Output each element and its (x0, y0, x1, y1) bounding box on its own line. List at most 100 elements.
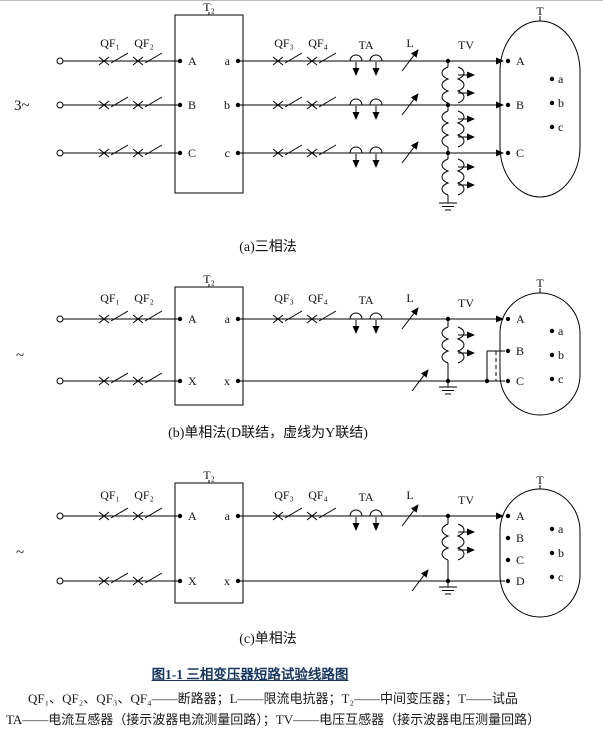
t-terminal-c: c (558, 120, 563, 134)
breaker-icon (132, 507, 163, 521)
terminal-dots-b (177, 316, 555, 384)
source-terminal-icon (56, 512, 64, 520)
t2-terminal-B: B (188, 98, 196, 112)
test-object-capsule (499, 488, 581, 618)
t-terminal-b: b (558, 96, 564, 110)
vt-icon (442, 67, 474, 103)
ct-icon (350, 510, 382, 530)
breaker-icon (272, 96, 303, 110)
qf1-label: QF₁ (100, 488, 120, 502)
t-terminal-C: C (516, 374, 524, 388)
t2-terminal-x: x (224, 374, 230, 388)
figure-caption-link[interactable]: 图1-1 三相变压器短路试验线路图 (151, 667, 349, 682)
t2-terminal-c: c (225, 146, 230, 160)
l-label: L (406, 488, 413, 502)
l-label: L (406, 36, 413, 50)
t2-terminal-A: A (188, 509, 197, 523)
t-terminal-D: D (516, 574, 525, 588)
caption-c: (c)单相法 (239, 631, 297, 647)
ground-icon (438, 586, 458, 595)
qf1-label: QF₁ (100, 291, 120, 305)
qf1-label: QF₁ (100, 36, 120, 50)
t2-terminal-X: X (188, 574, 197, 588)
intermediate-transformer-box (174, 482, 244, 604)
t2-terminal-C: C (188, 146, 196, 160)
ta-label: TA (358, 490, 373, 504)
t-terminal-A: A (516, 54, 525, 68)
t2-terminal-A: A (188, 312, 197, 326)
breaker-icon (98, 144, 129, 158)
t-terminal-c: c (558, 372, 563, 386)
t2-label: T₂ (203, 468, 215, 482)
breaker-icon (306, 310, 337, 324)
breaker-icon (306, 144, 337, 158)
ct-icon (350, 99, 382, 119)
t-terminal-A: A (516, 509, 525, 523)
caption-b: (b)单相法(D联结，虚线为Y联结) (168, 425, 368, 441)
t2-label: T₂ (203, 1, 215, 14)
source-terminal-icon (56, 149, 64, 157)
l-label: L (406, 291, 413, 305)
intermediate-transformer-box (174, 286, 244, 406)
t2-terminal-A: A (188, 54, 197, 68)
breaker-icon (98, 572, 129, 586)
legend-line-1: QF₁、QF₂、QF₃、QF₄——断路器；L——限流电抗器；T₂——中间变压器；… (28, 691, 518, 706)
tv-label: TV (458, 493, 474, 507)
source-terminal-icon (56, 577, 64, 585)
t-terminal-C: C (516, 146, 524, 160)
terminal-dots-a (177, 58, 555, 156)
circuit-diagrams: 3~ QF₁ QF₂ QF₃ QF₄ T₂ A B C a b c TA L T… (14, 1, 581, 647)
qf4-label: QF₄ (308, 291, 328, 305)
t2-terminal-a: a (225, 54, 231, 68)
qf2-label: QF₂ (134, 488, 154, 502)
t-terminal-b: b (558, 348, 564, 362)
breaker-icon (132, 52, 163, 66)
vt-icon (442, 111, 474, 147)
t2-terminal-a: a (225, 312, 231, 326)
t-terminal-a: a (558, 72, 564, 86)
vt-icon (442, 524, 474, 560)
breaker-icon (306, 96, 337, 110)
ground-icon (438, 202, 458, 211)
breaker-icon (98, 372, 129, 386)
breaker-icon (306, 52, 337, 66)
qf4-label: QF₄ (308, 36, 328, 50)
vt-icon (442, 159, 474, 195)
breaker-icon (98, 52, 129, 66)
source-terminal-icon (56, 315, 64, 323)
breaker-icon (272, 52, 303, 66)
ct-icon (350, 147, 382, 167)
breaker-icon (132, 310, 163, 324)
terminal-dots-c (177, 513, 555, 584)
t-terminal-B: B (516, 531, 524, 545)
breaker-icon (132, 372, 163, 386)
t-terminal-a: a (558, 522, 564, 536)
qf3-label: QF₃ (274, 36, 294, 50)
t-terminal-c: c (558, 570, 563, 584)
ct-icon (350, 313, 382, 333)
breaker-icon (132, 96, 163, 110)
t2-terminal-x: x (224, 574, 230, 588)
source-terminal-icon (56, 101, 64, 109)
breaker-icon (132, 572, 163, 586)
qf4-label: QF₄ (308, 488, 328, 502)
t-label: T (536, 276, 544, 290)
ct-icon (350, 55, 382, 75)
diagram-b: ~ QF₁ QF₂ QF₃ QF₄ T₂ A X a x TA L TV T A… (16, 272, 581, 441)
breaker-icon (272, 144, 303, 158)
ta-label: TA (358, 38, 373, 52)
ta-label: TA (358, 293, 373, 307)
legend-line-2: TA——电流互感器（接示波器电流测量回路）；TV——电压互感器（接示波器电压测量… (6, 712, 541, 727)
t-terminal-B: B (516, 98, 524, 112)
source-label: ~ (16, 348, 24, 364)
t-terminal-b: b (558, 546, 564, 560)
source-terminal-icon (56, 57, 64, 65)
qf3-label: QF₃ (274, 488, 294, 502)
breaker-icon (98, 507, 129, 521)
figure-caption-row: 图1-1 三相变压器短路试验线路图 (0, 663, 500, 684)
breaker-icon (306, 507, 337, 521)
breaker-icon (272, 507, 303, 521)
t2-terminal-b: b (224, 98, 230, 112)
caption-a: (a)三相法 (239, 239, 297, 255)
diagram-a: 3~ QF₁ QF₂ QF₃ QF₄ T₂ A B C a b c TA L T… (14, 1, 581, 255)
